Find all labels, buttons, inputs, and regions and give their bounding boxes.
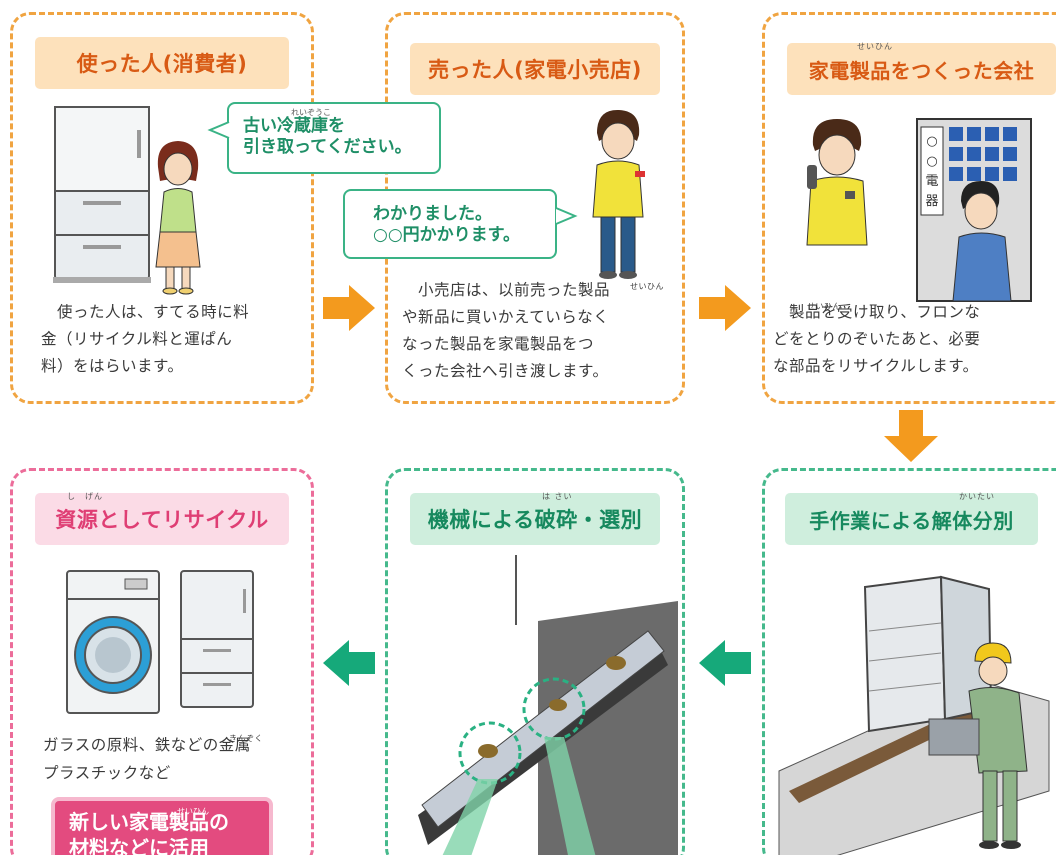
- body-line: どをとりのぞいたあと、必要: [773, 330, 981, 348]
- panel-title: 売った人(家電小売店): [410, 43, 660, 95]
- ruby: きんぞく: [229, 734, 263, 743]
- body-line: 製品を受け取り、フロンな: [773, 303, 981, 321]
- svg-text:器: 器: [925, 194, 938, 209]
- body-line: 金（リサイクル料と運ぱん: [41, 330, 233, 348]
- bubble-line: 引き取ってください。: [243, 137, 412, 157]
- washing-machine-illustration: [66, 570, 160, 714]
- ruby: せいひん: [857, 42, 893, 51]
- panel-title-text: 家電製品をつくった会社: [808, 58, 1035, 83]
- body-line: や新品に買いかえていらなく: [402, 308, 610, 326]
- resource-description: きんぞく ガラスの原料、鉄などの金属 プラスチックなど: [43, 731, 311, 787]
- body-line: 小売店は、以前売った製品: [402, 281, 611, 299]
- ruby: は さい: [542, 492, 573, 501]
- panel-title: は さい 機械による破砕・選別: [410, 492, 660, 545]
- panel-title: 使った人(消費者): [35, 37, 289, 89]
- ruby: せいひん: [807, 302, 841, 311]
- crusher-conveyor-illustration: [418, 555, 678, 855]
- body-line: なった製品を家電製品をつ: [402, 335, 595, 353]
- body-line: 使った人は、すてる時に料: [41, 303, 250, 321]
- panel-manual: かいたい 手作業による解体分別: [762, 468, 1056, 855]
- ruby: せいひん: [177, 807, 209, 816]
- consumer-speech-bubble: れいぞうこ 古い冷蔵庫を 引き取ってください。: [227, 102, 441, 174]
- svg-text:電: 電: [925, 174, 938, 189]
- maker-description: せいひん 製品を受け取り、フロンな どをとりのぞいたあと、必要 な部品をリサイク…: [773, 299, 1056, 380]
- bubble-tail: [555, 207, 578, 225]
- bubble-tail: [207, 121, 230, 139]
- body-line: な部品をリサイクルします。: [773, 357, 979, 375]
- svg-text:○: ○: [926, 134, 937, 149]
- svg-text:○: ○: [926, 154, 937, 169]
- bubble-line: わかりました。: [373, 204, 492, 224]
- reuse-callout: せいひん 新しい家電製品の 材料などに活用: [51, 797, 273, 855]
- body-line: プラスチックなど: [43, 764, 171, 782]
- consumer-woman-illustration: [155, 141, 201, 295]
- refrigerator-illustration: [53, 106, 151, 283]
- panel-machine: は さい 機械による破砕・選別: [385, 468, 685, 855]
- maker-staff-illustration: [806, 119, 868, 246]
- refrigerator-illustration: [180, 570, 254, 708]
- body-line: 料）をはらいます。: [41, 357, 184, 375]
- consumer-description: 使った人は、すてる時に料 金（リサイクル料と運ぱん 料）をはらいます。: [41, 299, 303, 380]
- ruby: し げん: [67, 492, 103, 501]
- retailer-man-illustration: [592, 109, 645, 279]
- bubble-line: 古い冷蔵庫を: [243, 116, 345, 136]
- panel-consumer: 使った人(消費者) 使った人は、すてる時に料 金（リサイクル料と運ぱん 料）をは…: [10, 12, 314, 404]
- panel-title-text: 売った人(家電小売店): [428, 58, 642, 82]
- ruby: かいたい: [959, 492, 995, 501]
- bubble-ruby: れいぞうこ: [291, 108, 331, 117]
- retailer-description: せいひん 小売店は、以前売った製品 や新品に買いかえていらなく なった製品を家電…: [402, 277, 678, 385]
- panel-resource: し げん 資源としてリサイクル きんぞく ガラスの原料、鉄などの金属 プラスチッ…: [10, 468, 314, 855]
- panel-title-text: 使った人(消費者): [76, 52, 248, 76]
- arrow-left-icon: [323, 640, 375, 686]
- panel-title: せいひん 家電製品をつくった会社: [787, 42, 1056, 95]
- dismantling-worker-illustration: [778, 575, 1050, 855]
- factory-building-illustration: ○ ○ 電 器: [916, 118, 1032, 302]
- panel-title-text: 手作業による解体分別: [809, 508, 1014, 533]
- panel-title: し げん 資源としてリサイクル: [35, 492, 289, 545]
- body-line: くった会社へ引き渡します。: [402, 362, 609, 380]
- callout-line: 材料などに活用: [69, 836, 209, 855]
- arrow-left-icon: [699, 640, 751, 686]
- ruby: せいひん: [630, 282, 664, 291]
- panel-title-text: 機械による破砕・選別: [427, 508, 643, 532]
- panel-maker: せいひん 家電製品をつくった会社 ○ ○ 電 器 せいひん 製品を受け取り、フロ…: [762, 12, 1056, 404]
- arrow-down-icon: [884, 410, 938, 462]
- panel-title: かいたい 手作業による解体分別: [785, 492, 1038, 545]
- panel-title-text: 資源としてリサイクル: [55, 508, 269, 532]
- retailer-speech-bubble: わかりました。 ○○円かかります。: [343, 189, 557, 259]
- body-line: ガラスの原料、鉄などの金属: [43, 736, 251, 754]
- arrow-right-icon: [323, 285, 375, 331]
- callout-line: 新しい家電製品の: [69, 810, 229, 834]
- bubble-line: ○○円かかります。: [373, 225, 520, 245]
- arrow-right-icon: [699, 285, 751, 331]
